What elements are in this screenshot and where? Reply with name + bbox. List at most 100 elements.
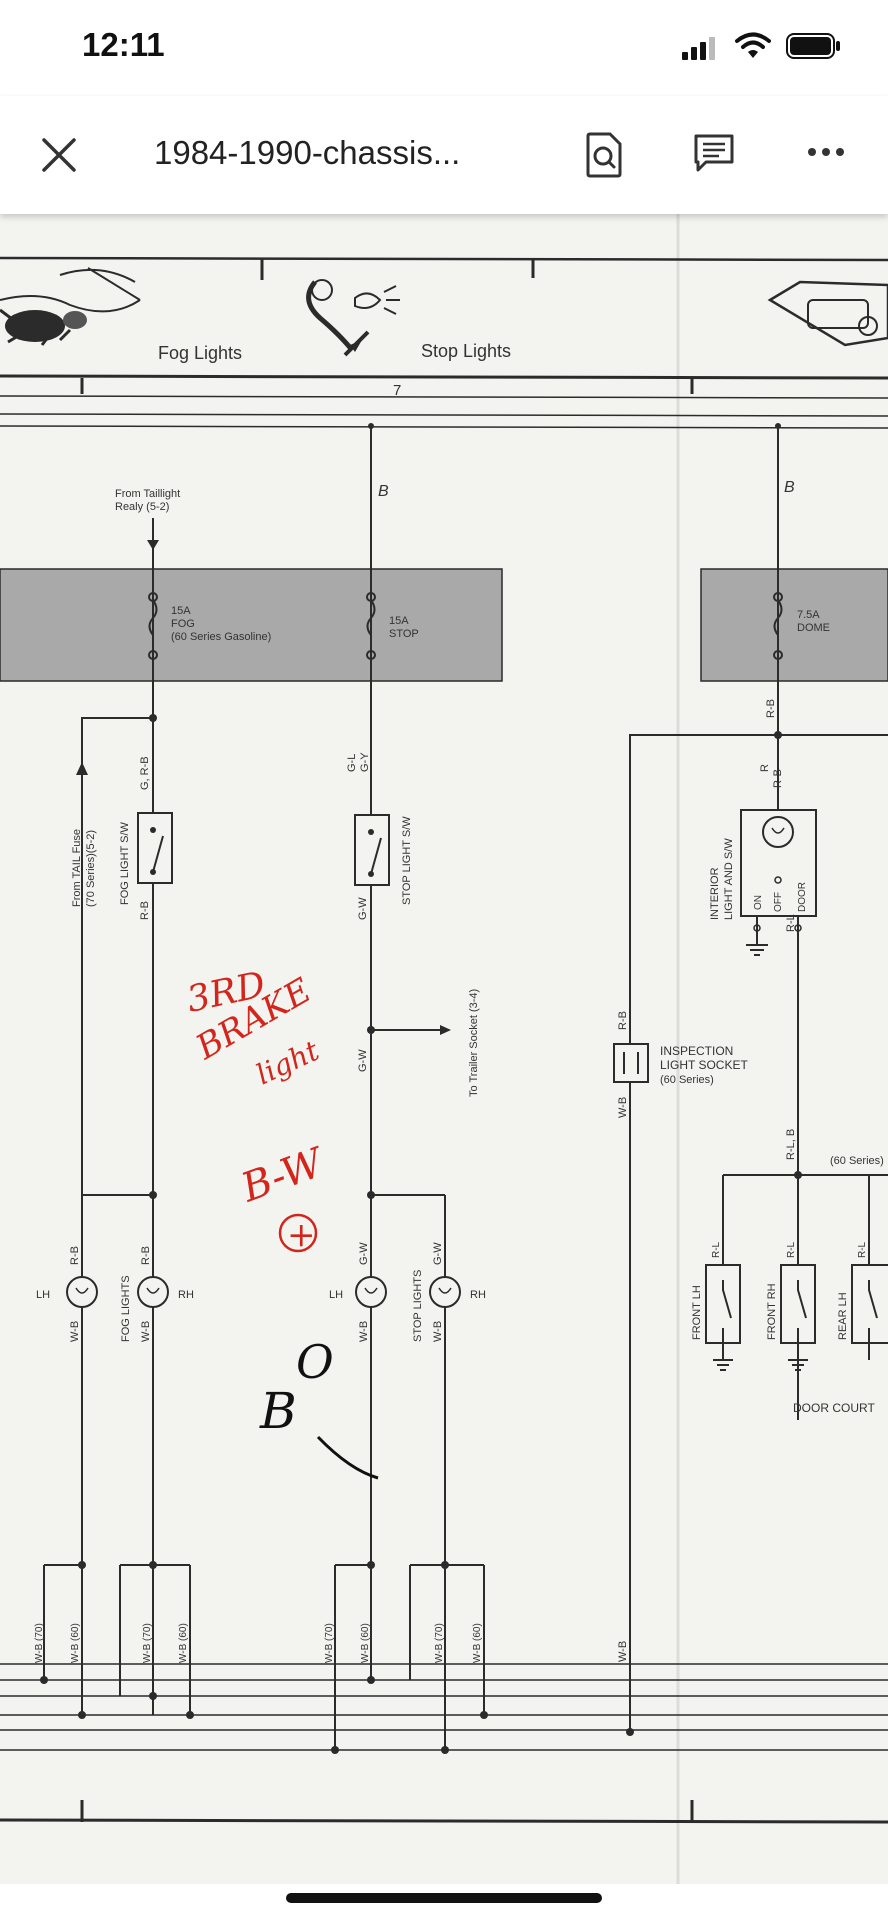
- svg-text:(70 Series)(5-2): (70 Series)(5-2): [85, 830, 97, 907]
- svg-text:FRONT LH: FRONT LH: [691, 1285, 703, 1340]
- document-search-icon[interactable]: [584, 132, 624, 178]
- svg-text:FOG: FOG: [171, 618, 195, 630]
- more-icon[interactable]: [806, 146, 846, 158]
- svg-text:LIGHT SOCKET: LIGHT SOCKET: [660, 1058, 748, 1072]
- fuse-block-right: [700, 568, 888, 682]
- black-note-o: O: [296, 1335, 334, 1389]
- svg-text:(60 Series): (60 Series): [660, 1074, 714, 1086]
- svg-text:DOOR: DOOR: [797, 882, 808, 912]
- svg-text:B: B: [784, 479, 795, 496]
- svg-text:DOOR COURT: DOOR COURT: [793, 1401, 875, 1415]
- column-number: 7: [393, 382, 401, 399]
- svg-text:DOME: DOME: [797, 622, 830, 634]
- black-note-b: B: [259, 1382, 297, 1440]
- svg-text:B: B: [378, 483, 389, 500]
- svg-text:OFF: OFF: [773, 892, 784, 912]
- stop-circuit: B 15A STOP G-L G-Y G-W STOP LIGHT S/W G-…: [346, 423, 480, 1565]
- svg-text:INSPECTION: INSPECTION: [660, 1044, 733, 1058]
- svg-text:G-W: G-W: [357, 897, 369, 920]
- fog-lamps: LH RH R-B R-B W-B W-B FOG LIGHTS: [36, 1195, 194, 1565]
- dome-circuit: B 7.5A DOME R-B R R-B ON OFF DOOR INTERI…: [629, 423, 888, 1732]
- svg-text:G, R-B: G, R-B: [139, 756, 151, 790]
- svg-text:W-B (60): W-B (60): [472, 1623, 483, 1663]
- svg-text:W-B (70): W-B (70): [142, 1623, 153, 1663]
- svg-text:W-B: W-B: [69, 1321, 81, 1342]
- svg-text:R-B: R-B: [140, 1246, 152, 1265]
- svg-text:15A: 15A: [171, 605, 191, 617]
- document-title: 1984-1990-chassis...: [154, 134, 461, 171]
- interior-light-switch: [740, 809, 817, 917]
- svg-text:R-B: R-B: [617, 1011, 629, 1030]
- svg-text:RH: RH: [470, 1289, 486, 1301]
- svg-text:W-B: W-B: [358, 1321, 370, 1342]
- svg-text:(60 Series Gasoline): (60 Series Gasoline): [171, 631, 271, 643]
- bottom-bus: [0, 1663, 888, 1824]
- svg-text:R-L, B: R-L, B: [785, 1129, 797, 1160]
- svg-text:FOG LIGHT S/W: FOG LIGHT S/W: [119, 821, 131, 905]
- svg-text:15A: 15A: [389, 615, 409, 627]
- svg-text:W-B (70): W-B (70): [34, 1623, 45, 1663]
- svg-text:LIGHT AND S/W: LIGHT AND S/W: [723, 838, 735, 920]
- header-stop-lights: Stop Lights: [421, 341, 511, 361]
- close-icon[interactable]: [40, 136, 78, 174]
- svg-text:(60 Series): (60 Series): [830, 1155, 884, 1167]
- door-courtesy-switches: R-L R-L R-L FRONT LH FRONT RH REAR LH DO…: [691, 1175, 888, 1415]
- svg-text:STOP: STOP: [389, 628, 419, 640]
- battery-icon: [786, 33, 840, 59]
- svg-text:G-Y: G-Y: [359, 752, 371, 772]
- inspection-light-socket: R-B INSPECTION LIGHT SOCKET (60 Series) …: [613, 1011, 748, 1736]
- svg-text:LH: LH: [329, 1289, 343, 1301]
- fuse-block-left: [0, 568, 503, 682]
- wiring-diagram-svg: Fog Lights Stop Lights 7 From Taillight …: [0, 214, 888, 1884]
- svg-text:R-L: R-L: [786, 1241, 797, 1258]
- svg-text:7.5A: 7.5A: [797, 609, 820, 621]
- document-toolbar: 1984-1990-chassis...: [0, 96, 888, 214]
- header-fog-lights: Fog Lights: [158, 343, 242, 363]
- svg-text:INTERIOR: INTERIOR: [709, 867, 721, 920]
- red-note-plus: +: [287, 1215, 316, 1255]
- status-time: 12:11: [82, 26, 165, 63]
- svg-text:R: R: [759, 764, 771, 772]
- stop-lamps: LH RH G-W G-W W-B W-B STOP LIGHTS: [329, 1195, 486, 1565]
- svg-text:R-L: R-L: [711, 1241, 722, 1258]
- status-bar: 12:11: [0, 0, 888, 96]
- svg-text:W-B (60): W-B (60): [178, 1623, 189, 1663]
- svg-text:W-B (70): W-B (70): [434, 1623, 445, 1663]
- home-indicator[interactable]: [286, 1893, 602, 1903]
- wifi-icon: [735, 32, 771, 58]
- svg-text:ON: ON: [753, 895, 764, 910]
- svg-text:REAR LH: REAR LH: [837, 1292, 849, 1340]
- svg-text:Realy (5-2): Realy (5-2): [115, 501, 169, 513]
- svg-text:STOP LIGHT S/W: STOP LIGHT S/W: [401, 816, 413, 905]
- svg-text:To Trailer Socket (3-4): To Trailer Socket (3-4): [468, 989, 480, 1097]
- wiring-diagram: Fog Lights Stop Lights 7 From Taillight …: [0, 214, 888, 1884]
- comment-icon[interactable]: [692, 132, 736, 176]
- svg-text:W-B (60): W-B (60): [360, 1623, 371, 1663]
- dome-lamp-illustration: [767, 280, 888, 347]
- svg-text:G-W: G-W: [358, 1242, 370, 1265]
- svg-text:LH: LH: [36, 1289, 50, 1301]
- svg-text:W-B: W-B: [617, 1641, 629, 1662]
- fog-light-car-illustration: [0, 267, 141, 346]
- svg-text:R-B: R-B: [139, 901, 151, 920]
- svg-text:STOP LIGHTS: STOP LIGHTS: [412, 1270, 424, 1342]
- svg-text:R-B: R-B: [69, 1246, 81, 1265]
- svg-text:R-B: R-B: [765, 699, 777, 718]
- svg-text:From TAIL Fuse: From TAIL Fuse: [71, 829, 83, 907]
- svg-text:R-L: R-L: [785, 914, 797, 932]
- svg-text:RH: RH: [178, 1289, 194, 1301]
- svg-text:FOG LIGHTS: FOG LIGHTS: [120, 1275, 132, 1342]
- svg-text:W-B: W-B: [432, 1321, 444, 1342]
- svg-text:R-B: R-B: [772, 769, 784, 788]
- stop-light-pedal-illustration: [306, 279, 400, 357]
- svg-text:W-B: W-B: [140, 1321, 152, 1342]
- signal-icon: [682, 37, 715, 60]
- svg-text:W-B (70): W-B (70): [324, 1623, 335, 1663]
- svg-text:W-B (60): W-B (60): [70, 1623, 81, 1663]
- svg-text:G-L: G-L: [346, 754, 358, 772]
- svg-text:R-L: R-L: [857, 1241, 868, 1258]
- svg-text:FRONT RH: FRONT RH: [766, 1283, 778, 1340]
- svg-text:G-W: G-W: [432, 1242, 444, 1265]
- svg-text:From Taillight: From Taillight: [115, 488, 180, 500]
- svg-text:W-B: W-B: [617, 1097, 629, 1118]
